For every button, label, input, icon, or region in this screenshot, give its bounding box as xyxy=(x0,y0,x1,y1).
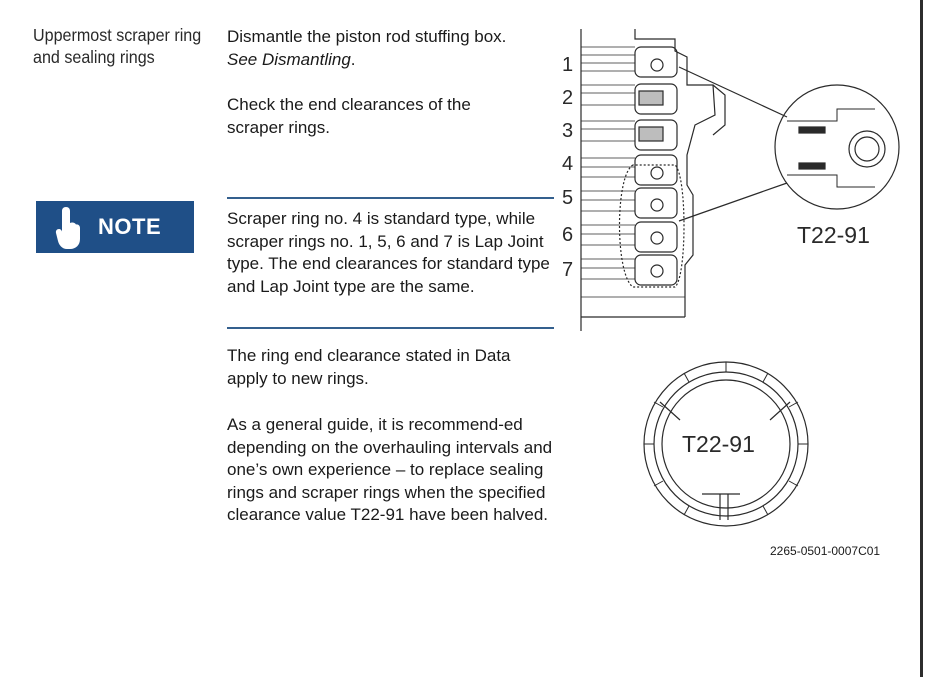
clearance-statement: The ring end clearance stated in Data ap… xyxy=(227,346,511,388)
note-bottom-rule xyxy=(227,327,554,329)
dismantle-text: Dismantle the piston rod stuffing box. xyxy=(227,27,507,46)
ring-number-6: 6 xyxy=(562,224,574,246)
replacement-guide: As a general guide, it is recommend-ed d… xyxy=(227,415,553,524)
scraper-ring-diagram xyxy=(643,361,809,527)
note-label: NOTE xyxy=(98,214,162,239)
page-edge-bar xyxy=(920,0,944,677)
ring-clearance-label: T22-91 xyxy=(682,431,755,457)
pointing-hand-icon xyxy=(55,207,80,249)
stuffing-box-diagram xyxy=(580,29,900,331)
figure-reference-code: 2265-0501-0007C01 xyxy=(770,544,881,558)
note-badge: NOTE xyxy=(36,201,194,253)
dismantle-instruction: Dismantle the piston rod stuffing box. S… xyxy=(227,26,557,71)
ring-number-7: 7 xyxy=(562,259,574,281)
ring-number-5: 5 xyxy=(562,187,574,209)
check-instruction: Check the end clearances of the scraper … xyxy=(227,95,471,137)
ring-number-4: 4 xyxy=(562,153,574,175)
dismantling-reference: See Dismantling xyxy=(227,49,351,69)
ring-number-1: 1 xyxy=(562,54,574,76)
section-heading: Uppermost scraper ring and sealing rings xyxy=(33,25,202,67)
note-top-rule xyxy=(227,197,554,199)
note-text: Scraper ring no. 4 is standard type, whi… xyxy=(227,209,550,296)
dismantling-reference-end: . xyxy=(350,49,356,69)
ring-number-2: 2 xyxy=(562,87,574,109)
detail-clearance-label: T22-91 xyxy=(797,222,870,248)
ring-number-3: 3 xyxy=(562,120,574,142)
